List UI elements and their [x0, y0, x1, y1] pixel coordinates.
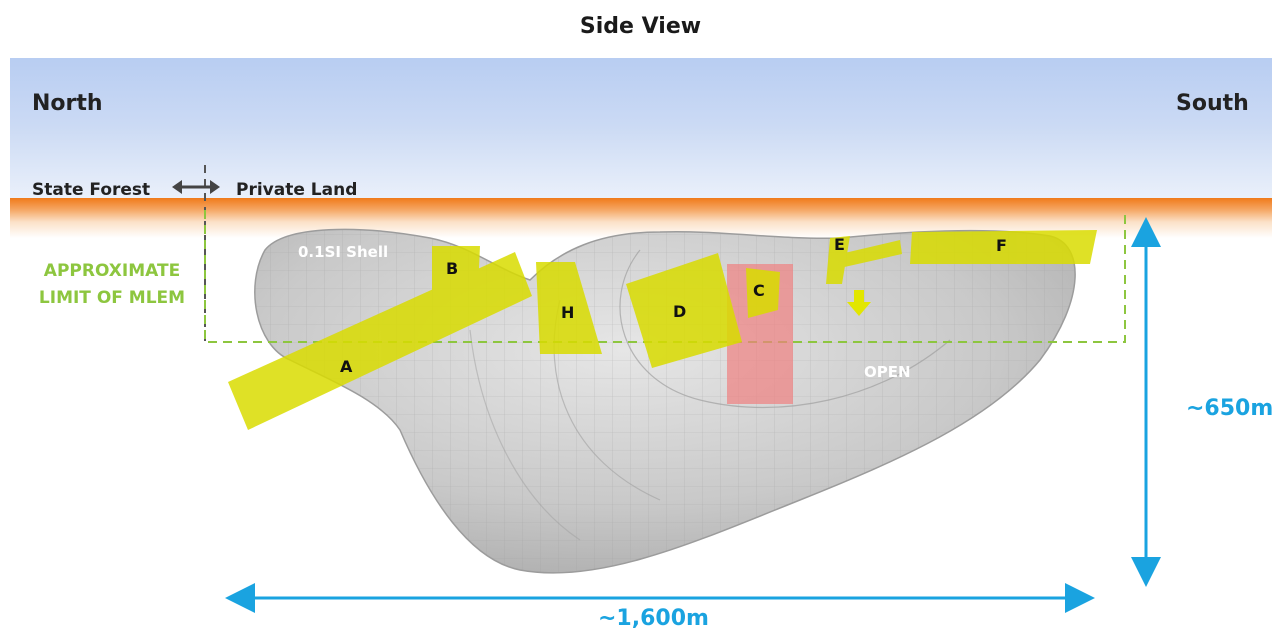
zone-d-label: D [673, 302, 686, 321]
boundary-arrow-icon [172, 180, 220, 194]
zone-c-label: C [753, 281, 765, 300]
down-arrow-icon [847, 290, 871, 316]
sky-background [10, 58, 1272, 208]
south-label: South [1176, 91, 1249, 116]
open-label: OPEN [864, 363, 911, 381]
zone-e-arm [836, 240, 902, 268]
zone-b-label: B [446, 259, 458, 278]
zone-e-label: E [834, 235, 845, 254]
zone-a-label: A [340, 357, 353, 376]
diagram-title: Side View [579, 14, 702, 39]
zone-f-label: F [996, 236, 1007, 255]
zone-c-shape [746, 268, 780, 318]
north-label: North [32, 91, 103, 116]
shell-label: 0.1SI Shell [298, 243, 388, 261]
zone-h-shape [536, 262, 602, 354]
private-land-label: Private Land [236, 180, 358, 200]
mlem-limit-label: APPROXIMATE LIMIT OF MLEM [38, 261, 186, 308]
zone-h-label: H [561, 303, 574, 322]
height-dimension-label: ~650m [1186, 396, 1274, 421]
state-forest-label: State Forest [32, 180, 151, 200]
width-dimension-label: ~1,600m [598, 606, 709, 631]
zone-f-shape [910, 230, 1097, 264]
zone-a-shape [228, 252, 532, 430]
zone-d-shape [626, 253, 742, 368]
zone-b-shape [432, 246, 480, 290]
